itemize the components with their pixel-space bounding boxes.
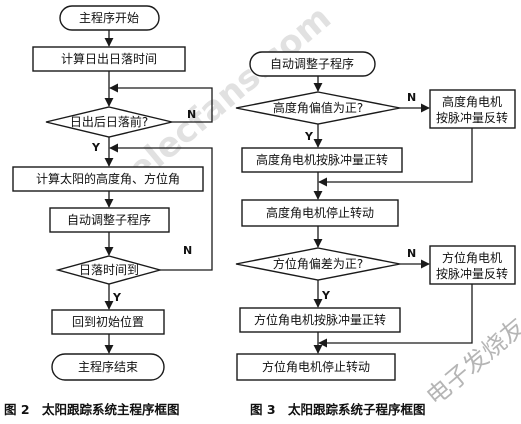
altitude-reverse-label-line2: 按脉冲量反转 xyxy=(436,110,508,125)
edge-sunset-no-loop xyxy=(109,143,213,271)
calc-sunrise-sunset-label: 计算日出日落时间 xyxy=(61,51,157,66)
calc-sun-angles-label: 计算太阳的高度角、方位角 xyxy=(36,171,180,186)
azimuth-reverse-box xyxy=(429,245,516,285)
azimuth-reverse-label-line1: 方位角电机 xyxy=(442,250,502,265)
edge-altitude-reverse-merge xyxy=(318,128,473,187)
altitude-reverse-label-line1: 高度角电机 xyxy=(442,94,502,109)
auto-adjust-subroutine-box xyxy=(49,207,170,233)
altitude-stop-label: 高度角电机停止转动 xyxy=(266,205,374,220)
altitude-forward-box xyxy=(241,147,403,173)
daytime-yes-label: Y xyxy=(91,141,101,154)
brand-watermark: 电子发烧友 xyxy=(421,312,521,411)
return-initial-box xyxy=(51,309,165,335)
altitude-reverse-box xyxy=(429,89,516,129)
main-program-flowchart: 主程序开始 计算日出日落时间 日出后日落前? N Y 计算太阳的高度角、方位角 … xyxy=(12,5,213,381)
edge-azimuth-reverse-merge xyxy=(318,284,473,348)
sub-start-terminal xyxy=(249,51,376,77)
daytime-no-label: N xyxy=(187,108,196,121)
altitude-stop-box xyxy=(241,199,399,227)
sunset-no-label: N xyxy=(183,244,192,257)
altitude-forward-label: 高度角电机按脉冲量正转 xyxy=(256,152,388,167)
altitude-yes-label: Y xyxy=(304,130,314,143)
daytime-decision-label: 日出后日落前? xyxy=(70,114,148,129)
azimuth-decision-label: 方位角偏差为正? xyxy=(273,256,363,271)
azimuth-stop-box xyxy=(236,353,396,381)
return-initial-label: 回到初始位置 xyxy=(72,314,144,329)
calc-sun-angles-box xyxy=(12,166,204,192)
main-start-label: 主程序开始 xyxy=(79,10,139,25)
sunset-yes-label: Y xyxy=(112,291,122,304)
edge-daytime-no-loop xyxy=(109,83,213,123)
auto-adjust-subroutine-label: 自动调整子程序 xyxy=(67,212,151,227)
azimuth-forward-label: 方位角电机按脉冲量正转 xyxy=(254,312,386,327)
sunset-decision-label: 日落时间到 xyxy=(79,263,139,277)
main-end-label: 主程序结束 xyxy=(78,359,138,374)
auto-adjust-subroutine-flowchart: 自动调整子程序 高度角偏值为正? N 高度角电机 按脉冲量反转 Y 高度角电机按… xyxy=(235,51,516,381)
figure-3-caption: 图 3 太阳跟踪系统子程序框图 xyxy=(250,402,426,417)
azimuth-forward-box xyxy=(239,307,401,333)
altitude-decision-label: 高度角偏值为正? xyxy=(273,100,363,115)
azimuth-no-label: N xyxy=(407,247,416,260)
main-end-terminal xyxy=(51,353,165,381)
azimuth-stop-label: 方位角电机停止转动 xyxy=(262,359,370,374)
sub-start-label: 自动调整子程序 xyxy=(270,56,354,71)
azimuth-reverse-label-line2: 按脉冲量反转 xyxy=(436,266,508,281)
figure-2-caption: 图 2 太阳跟踪系统主程序框图 xyxy=(4,402,180,417)
altitude-no-label: N xyxy=(407,91,416,104)
azimuth-yes-label: Y xyxy=(321,289,331,302)
